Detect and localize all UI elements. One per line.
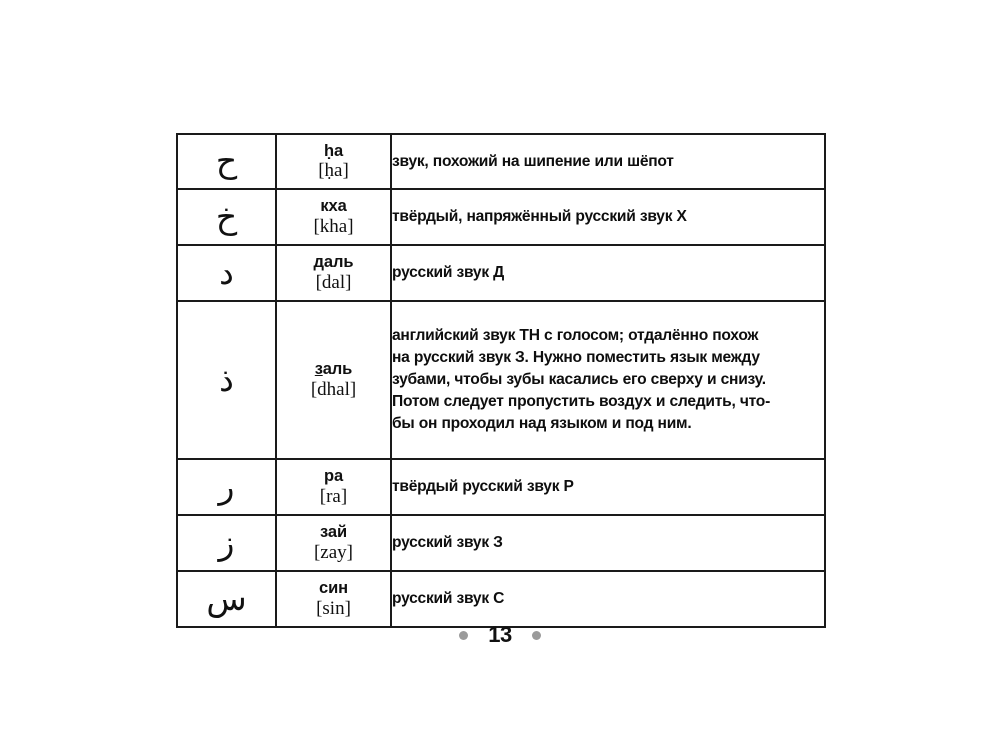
letter-name-cell: ра [ra] [275,458,392,516]
letter-name-cyrillic: син [319,579,348,598]
letter-name-underlined-char: з [314,360,323,379]
letter-name-cyrillic: ḥa [323,141,344,160]
footer-dot-right-icon [531,630,541,640]
description-line: Потом следует пропустить воздух и следит… [392,392,771,410]
letter-name-latin: [dal] [315,271,352,293]
letter-description-cell: русский звук Д [390,244,826,302]
letter-name-cyrillic: ра [323,467,344,486]
letter-name-rest: аль [322,360,353,379]
page-footer: 13 [0,624,1000,646]
description-line: на русский звук З. Нужно поместить язык … [392,349,760,367]
table-row: ز зай [zay] русский звук З [176,514,826,572]
table-row: ح ḥa [ḥa] звук, похожий на шипение или ш… [176,133,826,190]
letter-name-cell: даль [dal] [275,244,392,302]
letter-description-cell: русский звук З [390,514,826,572]
arabic-letter-cell: ز [176,514,277,572]
arabic-alphabet-table: ح ḥa [ḥa] звук, похожий на шипение или ш… [176,133,826,628]
description-line: твёрдый русский звук Р [392,478,574,496]
arabic-letter-cell: ذ [176,300,277,460]
table-row: خ кха [kha] твёрдый, напряжённый русский… [176,188,826,246]
description-line: русский звук С [392,590,505,608]
letter-name-latin: [ḥa] [318,160,349,182]
table-row: د даль [dal] русский звук Д [176,244,826,302]
description-line: твёрдый, напряжённый русский звук Х [392,208,687,226]
arabic-letter-cell: ر [176,458,277,516]
table-body: ح ḥa [ḥa] звук, похожий на шипение или ш… [176,133,826,628]
letter-name-cell: ḥa [ḥa] [275,133,392,190]
letter-description-cell: английский звук ТН с голосом; отдалённо … [390,300,826,460]
arabic-letter-cell: خ [176,188,277,246]
table-row: ذ заль [dhal] английский звук ТН с голос… [176,300,826,460]
description-line: зубами, чтобы зубы касались его сверху и… [392,371,766,389]
page-number: 13 [488,622,512,647]
letter-name-latin: [dhal] [310,378,357,400]
description-line: английский звук ТН с голосом; отдалённо … [392,327,759,345]
description-line: звук, похожий на шипение или шёпот [392,152,674,170]
letter-name-latin: [zay] [313,541,354,563]
arabic-letter-cell: ح [176,133,277,190]
table-row: ر ра [ra] твёрдый русский звук Р [176,458,826,516]
description-line: русский звук З [392,534,503,552]
description-line: русский звук Д [392,264,505,282]
letter-name-cyrillic: заль [277,360,390,378]
letter-name-latin: [sin] [316,597,351,619]
letter-description-cell: русский звук С [390,570,826,628]
letter-name-cyrillic: зай [319,523,347,542]
arabic-letter-cell: د [176,244,277,302]
description-line: бы он проходил над языком и под ним. [392,414,692,432]
letter-name-cell: кха [kha] [275,188,392,246]
letter-name-cell: син [sin] [275,570,392,628]
footer-dot-left-icon [459,630,469,640]
letter-description-cell: твёрдый, напряжённый русский звук Х [390,188,826,246]
letter-description-cell: звук, похожий на шипение или шёпот [390,133,826,190]
letter-name-cyrillic: даль [313,253,354,272]
table-row: س син [sin] русский звук С [176,570,826,628]
letter-description-cell: твёрдый русский звук Р [390,458,826,516]
letter-name-latin: [ra] [319,485,348,507]
letter-name-cyrillic: кха [320,197,347,216]
letter-name-cell: зай [zay] [275,514,392,572]
letter-name-latin: [kha] [313,215,354,237]
arabic-letter-cell: س [176,570,277,628]
letter-name-cell: заль [dhal] [275,300,392,460]
